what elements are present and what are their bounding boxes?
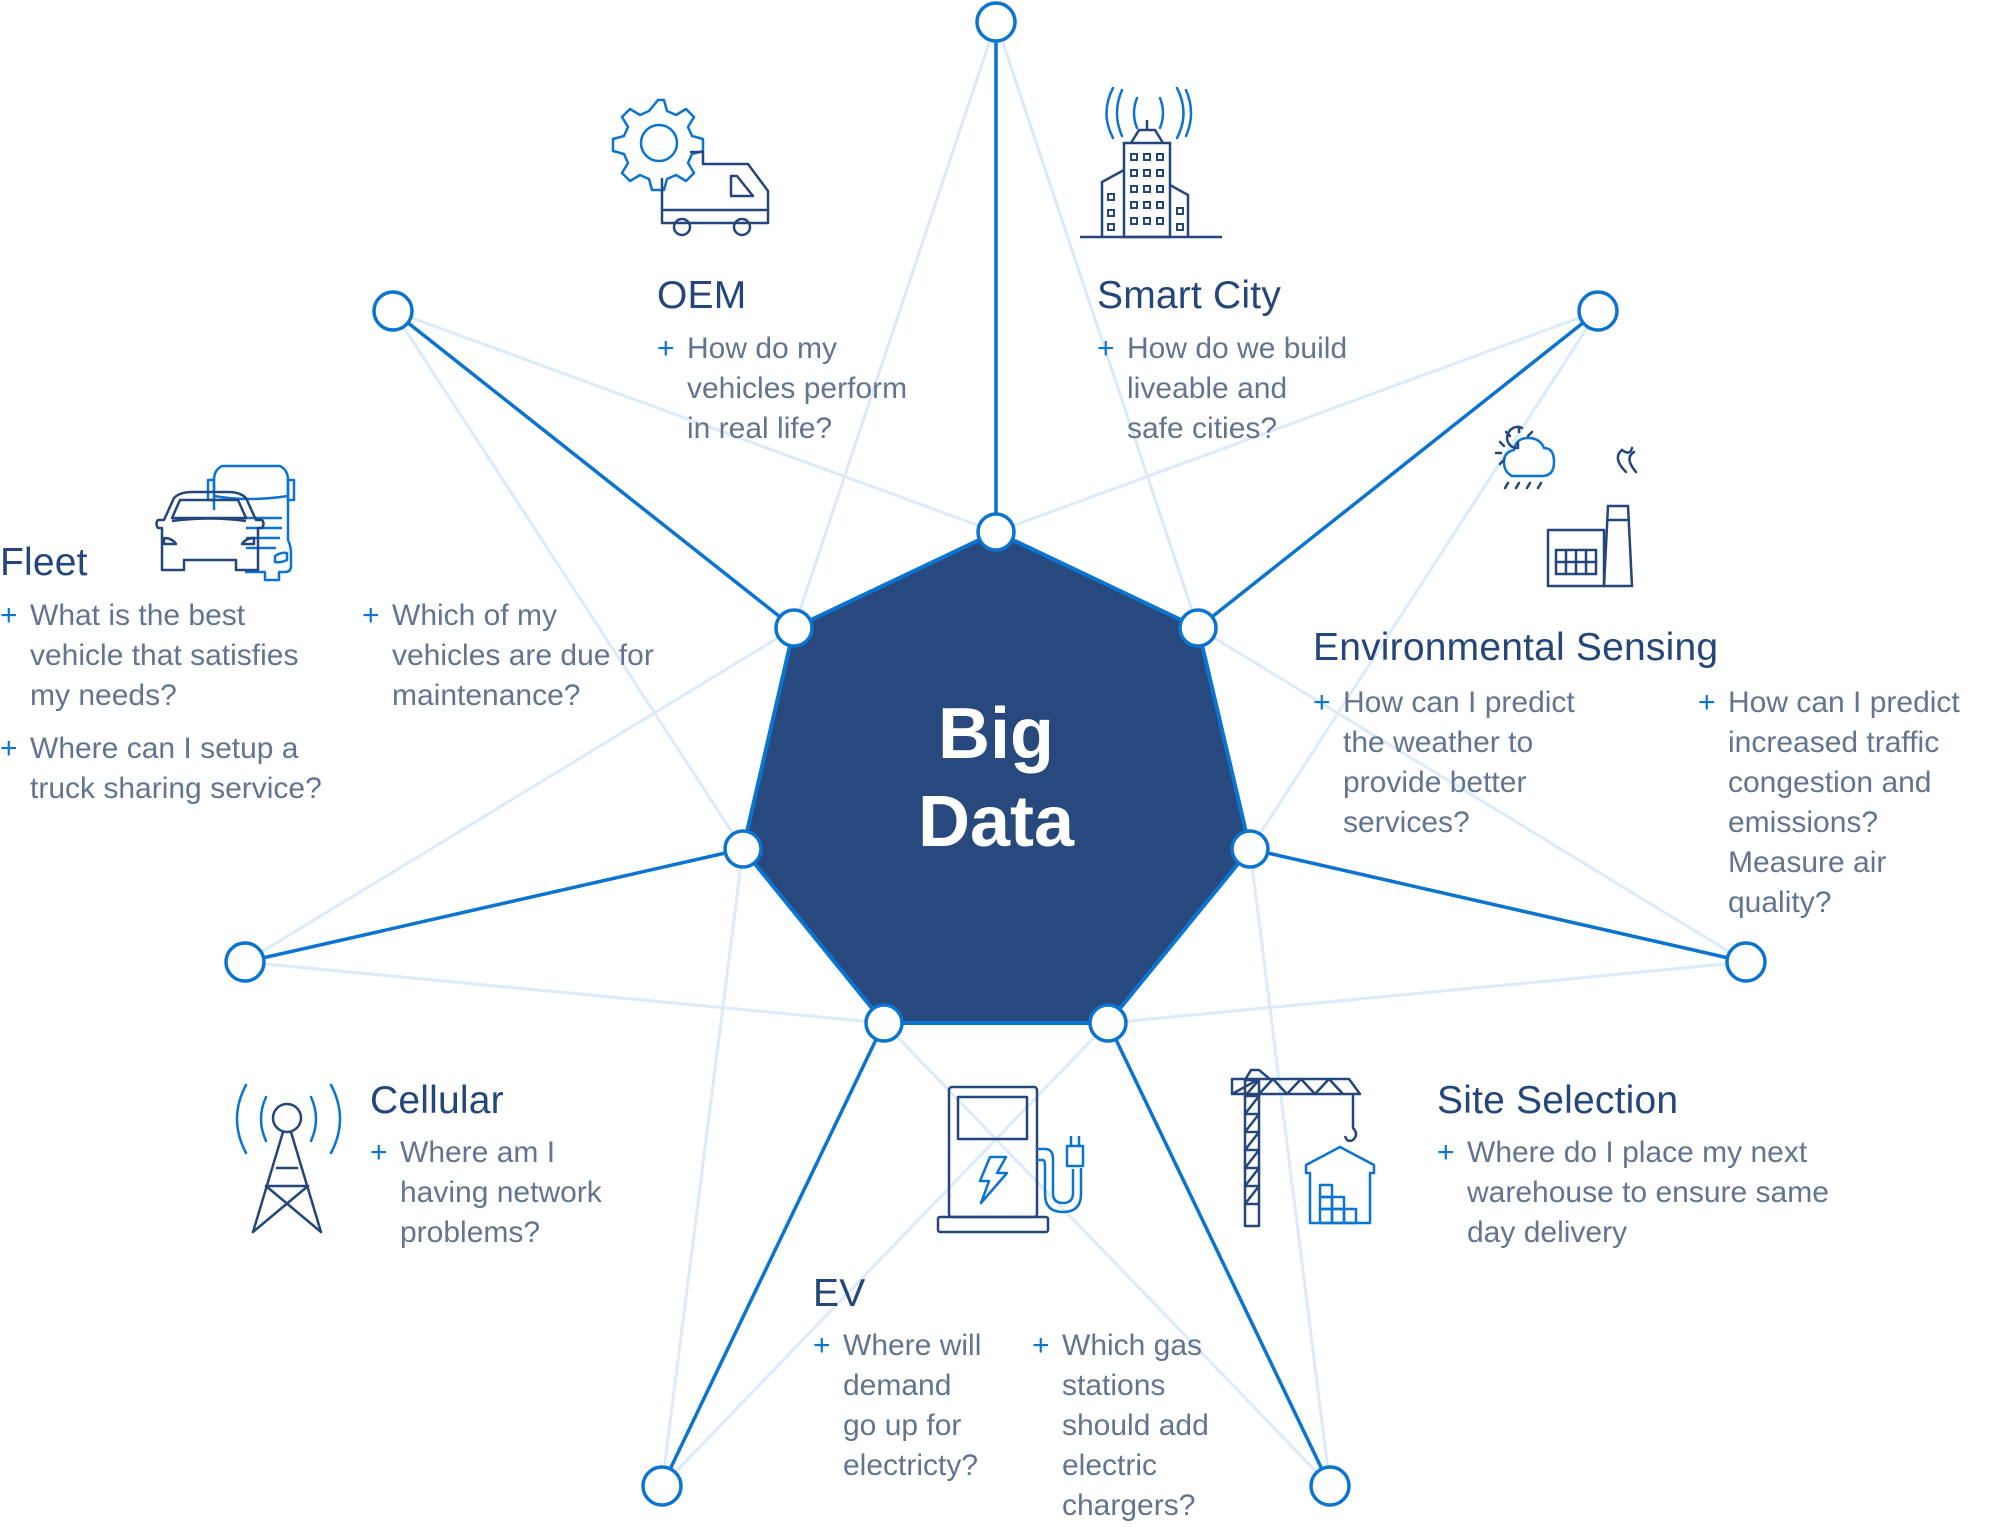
cellular-question-1: + Where am I having network problems? xyxy=(370,1133,670,1253)
plus-icon: + xyxy=(1698,686,1716,719)
ev-charger-icon xyxy=(936,1085,1085,1234)
question-text: Where can I setup a truck sharing servic… xyxy=(30,732,322,805)
question-text: Where will demand go up for electricty? xyxy=(843,1329,982,1482)
segment-site-selection: Site Selection xyxy=(1437,1079,1678,1123)
plus-icon: + xyxy=(1032,1329,1050,1362)
segment-fleet: Fleet xyxy=(0,541,88,585)
plus-icon: + xyxy=(0,599,18,632)
segment-title: Fleet xyxy=(0,541,88,584)
fleet-question-2: + Where can I setup a truck sharing serv… xyxy=(0,729,360,809)
site-selection-question-1: + Where do I place my next warehouse to … xyxy=(1437,1133,1897,1253)
inner-node-right xyxy=(1230,829,1270,869)
segment-ev: EV xyxy=(813,1272,865,1316)
inner-nodes xyxy=(723,512,1270,1043)
question-text: Where am I having network problems? xyxy=(400,1136,602,1249)
plus-icon: + xyxy=(1437,1136,1455,1169)
plus-icon: + xyxy=(657,332,675,365)
outer-nodes xyxy=(224,1,1767,1507)
plus-icon: + xyxy=(370,1136,388,1169)
segment-oem: OEM xyxy=(657,274,746,318)
ev-question-2: + Which gas stations should add electric… xyxy=(1032,1326,1262,1526)
plus-icon: + xyxy=(0,732,18,765)
outer-node-left xyxy=(224,941,266,983)
environmental-sensing-question-1: + How can I predict the weather to provi… xyxy=(1313,683,1643,843)
inner-node-upper-right xyxy=(1178,608,1218,648)
plus-icon: + xyxy=(362,599,380,632)
weather-factory-icon xyxy=(1494,425,1638,588)
big-data-hub xyxy=(741,530,1252,1025)
outer-node-top-right xyxy=(1577,290,1619,332)
car-truck-icon xyxy=(155,464,296,582)
segment-smart-city: Smart City xyxy=(1097,274,1281,318)
outer-node-right xyxy=(1725,941,1767,983)
segment-cellular: Cellular xyxy=(370,1079,504,1123)
question-text: How can I predict the weather to provide… xyxy=(1343,686,1575,839)
plus-icon: + xyxy=(1097,332,1115,365)
outer-node-bottom-right xyxy=(1309,1465,1351,1507)
inner-node-upper-left xyxy=(774,608,814,648)
hub-label-line1: Big xyxy=(938,694,1054,774)
plus-icon: + xyxy=(813,1329,831,1362)
inner-node-left xyxy=(723,829,763,869)
inner-node-top xyxy=(976,512,1016,552)
segment-title: Smart City xyxy=(1097,274,1282,317)
segment-title: EV xyxy=(813,1272,866,1315)
ev-question-1: + Where will demand go up for electricty… xyxy=(813,1326,1023,1486)
hub-label: Big Data xyxy=(846,690,1146,866)
outer-node-bottom-left xyxy=(641,1465,683,1507)
outer-node-top xyxy=(975,1,1017,43)
inner-node-bottom-left xyxy=(864,1003,904,1043)
spoke-lines xyxy=(244,22,1747,1487)
plus-icon: + xyxy=(1313,686,1331,719)
cell-tower-icon xyxy=(235,1083,342,1234)
hub-label-line2: Data xyxy=(917,782,1075,862)
segment-title: OEM xyxy=(657,274,747,317)
smart-city-question-1: + How do we build liveable and safe citi… xyxy=(1097,329,1417,449)
question-text: Which of my vehicles are due for mainten… xyxy=(392,599,654,712)
segment-title: Environmental Sensing xyxy=(1313,626,1719,669)
segment-environmental-sensing: Environmental Sensing xyxy=(1313,626,1718,670)
gear-van-icon xyxy=(611,98,770,237)
smart-building-icon xyxy=(1080,86,1222,239)
question-text: How can I predict increased traffic cong… xyxy=(1728,686,1960,919)
question-text: Where do I place my next warehouse to en… xyxy=(1467,1136,1829,1249)
crane-warehouse-icon xyxy=(1230,1068,1376,1228)
fleet-question-1: + What is the best vehicle that satisfie… xyxy=(0,596,360,716)
question-text: How do we build liveable and safe cities… xyxy=(1127,332,1348,445)
oem-question-1: + How do my vehicles perform in real lif… xyxy=(657,329,997,449)
environmental-sensing-question-2: + How can I predict increased traffic co… xyxy=(1698,683,1998,923)
inner-node-bottom-right xyxy=(1088,1003,1128,1043)
outer-node-top-left xyxy=(372,290,414,332)
fleet-question-3: + Which of my vehicles are due for maint… xyxy=(362,596,702,716)
segment-title: Site Selection xyxy=(1437,1079,1679,1122)
question-text: How do my vehicles perform in real life? xyxy=(687,332,908,445)
segment-title: Cellular xyxy=(370,1079,504,1122)
question-text: What is the best vehicle that satisfies … xyxy=(30,599,299,712)
question-text: Which gas stations should add electric c… xyxy=(1062,1329,1209,1522)
